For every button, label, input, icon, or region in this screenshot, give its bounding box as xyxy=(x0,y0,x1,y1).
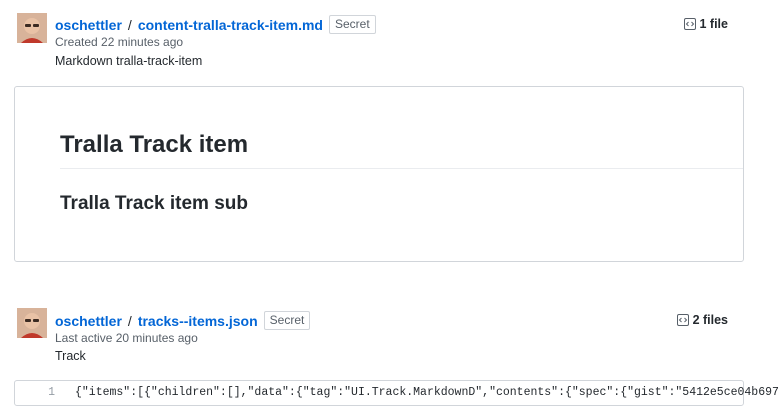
heading-divider xyxy=(60,168,743,169)
avatar-icon xyxy=(17,308,47,338)
owner-link[interactable]: oschettler xyxy=(55,16,122,33)
avatar-icon xyxy=(17,13,47,43)
title-separator: / xyxy=(127,312,132,329)
owner-link[interactable]: oschettler xyxy=(55,312,122,329)
line-number[interactable]: 1 xyxy=(48,386,55,399)
gist-title: oschettler / content-tralla-track-item.m… xyxy=(55,15,376,34)
secret-badge: Secret xyxy=(328,15,376,34)
preview-heading-1: Tralla Track item xyxy=(60,131,249,158)
gist-filename-link[interactable]: content-tralla-track-item.md xyxy=(137,16,323,33)
code-preview[interactable]: 1 {"items":[{"children":[],"data":{"tag"… xyxy=(14,380,779,406)
file-count-link[interactable]: 1 file xyxy=(683,17,729,31)
gist-filename-link[interactable]: tracks--items.json xyxy=(137,312,258,329)
code-file-icon xyxy=(676,314,689,326)
gist-timestamp: Last active 20 minutes ago xyxy=(55,331,198,345)
title-separator: / xyxy=(127,16,132,33)
file-count-label: 1 file xyxy=(699,17,729,31)
avatar[interactable] xyxy=(17,308,47,338)
markdown-preview[interactable]: Tralla Track item Tralla Track item sub xyxy=(14,86,744,262)
preview-heading-2: Tralla Track item sub xyxy=(60,193,248,214)
file-count-label: 2 files xyxy=(692,313,728,327)
code-line: {"items":[{"children":[],"data":{"tag":"… xyxy=(75,386,779,399)
gist-timestamp: Created 22 minutes ago xyxy=(55,35,184,49)
gist-description: Track xyxy=(55,349,86,363)
code-file-icon xyxy=(683,18,696,30)
secret-badge: Secret xyxy=(263,311,311,330)
avatar[interactable] xyxy=(17,13,47,43)
file-count-link[interactable]: 2 files xyxy=(676,313,728,327)
gist-description: Markdown tralla-track-item xyxy=(55,54,203,68)
gist-title: oschettler / tracks--items.json Secret xyxy=(55,311,311,330)
